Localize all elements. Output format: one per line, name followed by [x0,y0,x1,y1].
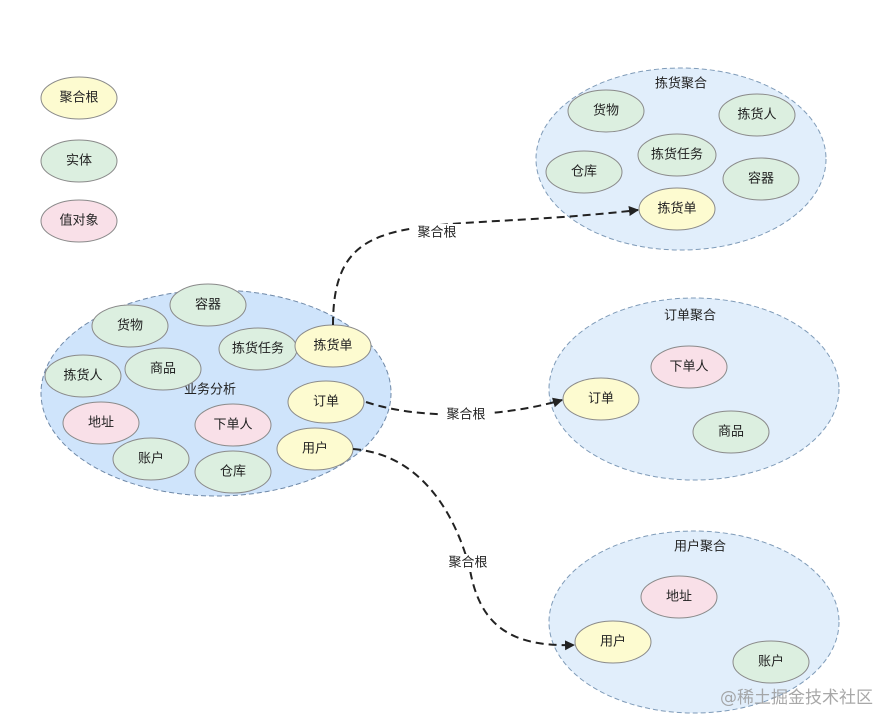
svg-text:拣货单: 拣货单 [657,201,696,217]
legend-value-object-label: 值对象 [59,213,98,229]
pick-node-jianhuodan[interactable]: 拣货单 [638,187,716,231]
analysis-node-jianhuodan[interactable]: 拣货单 [294,324,372,368]
svg-text:下单人: 下单人 [213,418,252,433]
watermark: @稀土掘金技术社区 [720,688,873,708]
edge-pick-label: 聚合根 [417,226,456,241]
legend-aggregate-root-label: 聚合根 [59,91,98,106]
analysis-group-title: 业务分析 [184,382,236,398]
svg-text:用户: 用户 [600,634,626,650]
svg-text:拣货任务: 拣货任务 [232,341,284,357]
svg-text:仓库: 仓库 [220,464,246,480]
svg-text:地址: 地址 [666,590,692,605]
pick-node-huowu[interactable]: 货物 [567,89,645,133]
analysis-node-yonghu[interactable]: 用户 [276,427,354,471]
pick-node-rongqi[interactable]: 容器 [722,157,800,201]
svg-text:拣货任务: 拣货任务 [651,147,703,163]
analysis-node-rongqi[interactable]: 容器 [169,283,247,327]
edges: 聚合根 聚合根 聚合根 [332,206,639,651]
user-node-yonghu[interactable]: 用户 [574,620,652,664]
svg-text:账户: 账户 [138,451,164,467]
pick-node-jianhuoren[interactable]: 拣货人 [718,93,796,137]
legend-entity: 实体 [40,139,118,183]
legend: 聚合根 实体 值对象 [40,76,118,243]
edge-user-aggregate [352,448,575,651]
svg-text:商品: 商品 [150,362,176,377]
analysis-node-dingdan[interactable]: 订单 [287,380,365,424]
user-node-zhanghu[interactable]: 账户 [732,640,810,684]
svg-text:下单人: 下单人 [669,360,708,375]
order-node-shangpin[interactable]: 商品 [692,410,770,454]
analysis-node-huowu[interactable]: 货物 [91,304,169,348]
order-node-dingdan[interactable]: 订单 [562,377,640,421]
order-aggregate-title: 订单聚合 [664,309,716,324]
svg-text:账户: 账户 [758,654,784,670]
svg-text:货物: 货物 [593,103,619,119]
svg-text:容器: 容器 [195,297,221,313]
pick-node-jianhuorenwu[interactable]: 拣货任务 [637,133,717,177]
svg-text:拣货单: 拣货单 [313,338,352,354]
svg-text:货物: 货物 [117,318,143,334]
legend-entity-label: 实体 [66,154,92,169]
user-node-dizhi[interactable]: 地址 [640,575,718,619]
analysis-node-dizhi[interactable]: 地址 [62,401,140,445]
svg-text:订单: 订单 [313,395,339,410]
analysis-node-jianhuorenwu[interactable]: 拣货任务 [218,327,298,371]
edge-order-label: 聚合根 [446,408,485,423]
pick-aggregate-title: 拣货聚合 [655,76,707,92]
pick-node-cangku[interactable]: 仓库 [545,150,623,194]
analysis-node-jianhuoren[interactable]: 拣货人 [44,354,122,398]
svg-text:用户: 用户 [302,441,328,457]
analysis-node-shangpin[interactable]: 商品 [124,347,202,391]
analysis-node-cangku[interactable]: 仓库 [194,450,272,494]
svg-text:容器: 容器 [748,171,774,187]
legend-aggregate-root: 聚合根 [40,76,118,120]
svg-text:订单: 订单 [588,392,614,407]
order-aggregate-group: 订单聚合 下单人 订单 商品 [548,297,840,481]
analysis-node-zhanghu[interactable]: 账户 [112,437,190,481]
analysis-node-xiadanren[interactable]: 下单人 [194,403,272,447]
svg-text:拣货人: 拣货人 [63,368,102,384]
user-aggregate-group: 用户聚合 地址 用户 账户 [548,530,840,714]
svg-text:地址: 地址 [88,416,114,431]
pick-aggregate-group: 拣货聚合 货物 拣货人 拣货任务 仓库 容器 拣货单 [535,67,827,251]
user-aggregate-title: 用户聚合 [674,539,726,555]
edge-pick-aggregate [332,206,639,326]
order-node-xiadanren[interactable]: 下单人 [650,345,728,389]
svg-text:商品: 商品 [718,425,744,440]
svg-text:拣货人: 拣货人 [737,107,776,123]
svg-text:仓库: 仓库 [571,164,597,180]
edge-user-label: 聚合根 [448,556,487,571]
analysis-group: 业务分析 容器 货物 拣货任务 拣货单 拣货人 商品 订单 [40,283,392,497]
legend-value-object: 值对象 [40,199,118,243]
